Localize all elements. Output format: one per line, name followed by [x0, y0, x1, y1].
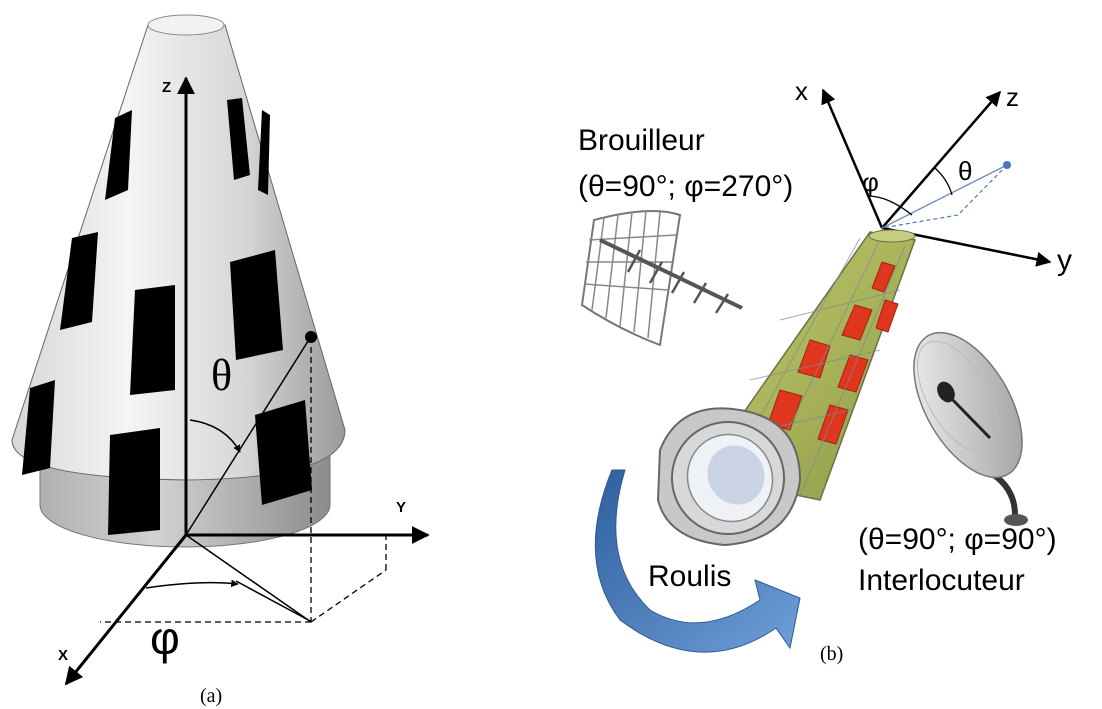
theta-arc-b — [934, 167, 953, 196]
cone-tiles — [22, 98, 312, 535]
panel-b-caption: (b) — [820, 643, 843, 665]
x-axis-b — [821, 88, 884, 229]
theta-label: θ — [211, 351, 232, 400]
jammer-angles: (θ=90°; φ=270°) — [578, 170, 793, 203]
interlocutor-angles: (θ=90°; φ=90°) — [858, 523, 1057, 556]
y-axis-b-label: y — [1057, 244, 1072, 277]
frame-b: x z y φ θ — [795, 76, 1072, 277]
z-axis-label: Z — [162, 79, 171, 96]
z-axis-b — [881, 90, 1001, 229]
y-axis-label: Y — [396, 499, 406, 516]
missile-nozzle — [656, 407, 802, 547]
projection-b — [881, 164, 1008, 229]
x-axis — [64, 534, 188, 686]
jammer-antenna — [580, 210, 743, 347]
roll-label: Roulis — [648, 560, 731, 593]
x-axis-b-label: x — [795, 76, 808, 106]
theta-arc — [189, 419, 241, 453]
radius-vector — [185, 337, 311, 536]
theta-label-b: θ — [958, 156, 972, 186]
cone-top — [147, 14, 225, 36]
jammer-name: Brouilleur — [578, 124, 705, 157]
interlocutor-name: Interlocuteur — [858, 564, 1025, 597]
x-axis-label: X — [58, 647, 68, 664]
phi-arc-b — [867, 195, 913, 216]
panel-a-caption: (a) — [200, 685, 222, 707]
z-axis-b-label: z — [1006, 82, 1019, 112]
vector-b — [881, 164, 1008, 229]
projected-vector — [185, 534, 312, 623]
projection-link — [235, 580, 313, 623]
projection-lines — [100, 337, 387, 623]
interlocutor-dish — [913, 331, 1028, 526]
phi-label: φ — [150, 612, 180, 664]
roll-arrow — [594, 469, 801, 653]
panel-b: x z y φ θ Brouilleur (θ=90°; φ=270°) — [578, 76, 1072, 665]
phi-arc — [145, 579, 239, 589]
panel-a: Z Y X θ φ (a) — [11, 14, 430, 707]
phi-label-b: φ — [862, 167, 879, 197]
